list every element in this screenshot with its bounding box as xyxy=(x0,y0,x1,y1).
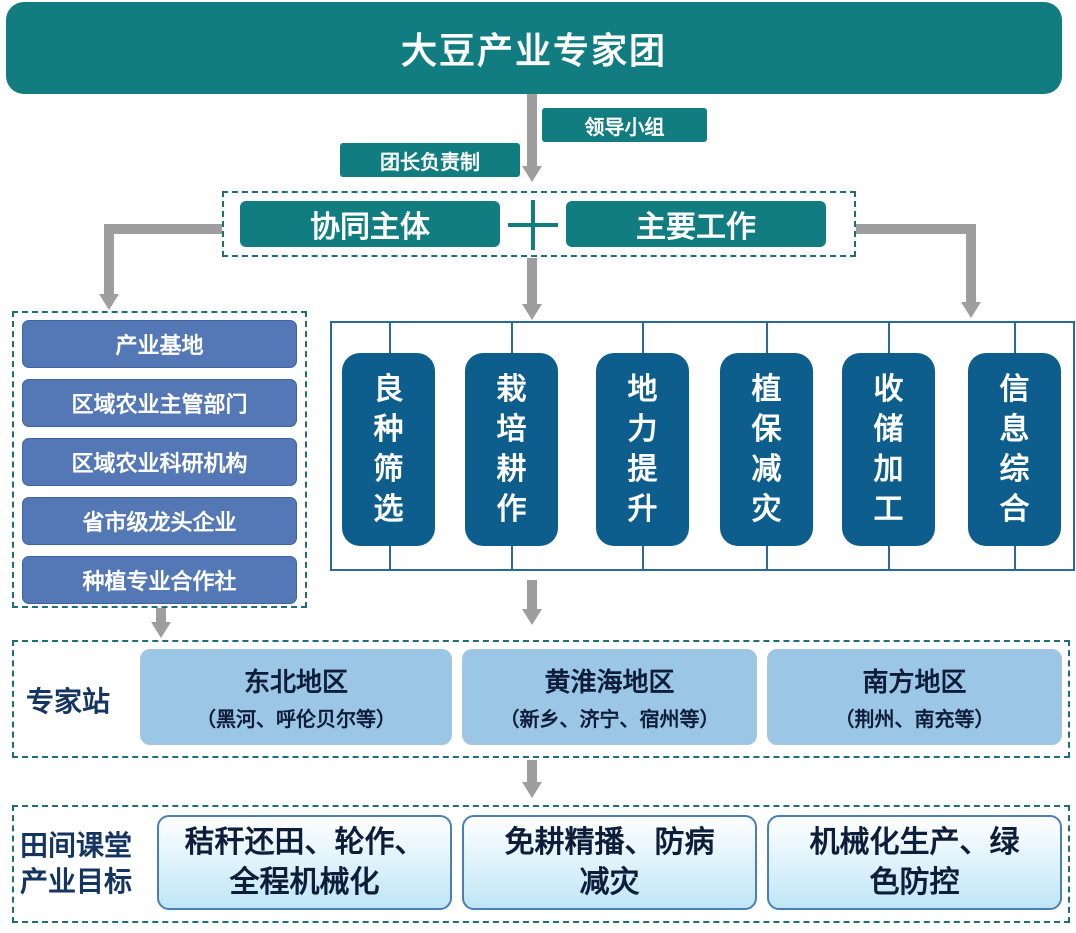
goals-box xyxy=(12,805,1070,923)
center-box xyxy=(222,191,856,257)
responsibility-tag: 团长负责制 xyxy=(340,143,520,177)
region-card: 东北地区 （黑河、呼伦贝尔等） xyxy=(140,649,452,745)
work-card-plant-protection: 植保减灾 xyxy=(720,353,813,546)
collaborative-entities-pill: 协同主体 xyxy=(240,201,500,247)
goal-card: 机械化生产、绿色防控 xyxy=(767,815,1062,910)
work-card-information: 信息综合 xyxy=(968,353,1061,546)
goal-card: 免耕精播、防病减灾 xyxy=(462,815,757,910)
work-frame xyxy=(330,321,1075,571)
stations-label: 专家站 xyxy=(26,685,111,718)
arrow-work-down xyxy=(527,580,537,610)
arrow-title-down xyxy=(527,94,537,168)
entities-box xyxy=(12,311,307,608)
main-work-pill: 主要工作 xyxy=(566,201,826,247)
arrow-work-down-head xyxy=(522,609,542,625)
work-card-soil-fertility: 地力提升 xyxy=(596,353,689,546)
arrow-right-elbow-v xyxy=(966,224,976,302)
arrow-title-down-head xyxy=(522,166,542,182)
arrow-stations-down-head xyxy=(522,782,542,798)
arrow-entities-down-head xyxy=(151,622,171,638)
plus-icon xyxy=(508,200,558,250)
arrow-stations-down xyxy=(527,760,537,784)
stations-box xyxy=(12,640,1070,758)
region-card: 黄淮海地区 （新乡、济宁、宿州等） xyxy=(462,649,757,745)
arrow-center-down-head xyxy=(522,304,542,320)
page-title: 大豆产业专家团 xyxy=(6,2,1062,94)
arrow-left-elbow-h xyxy=(104,224,222,234)
arrow-center-down xyxy=(527,258,537,306)
entity-item: 产业基地 xyxy=(22,320,297,368)
work-card-cultivation: 栽培耕作 xyxy=(465,353,558,546)
entity-item: 省市级龙头企业 xyxy=(22,497,297,545)
leadership-tag: 领导小组 xyxy=(542,108,707,142)
goals-label: 田间课堂 产业目标 xyxy=(20,829,133,898)
entity-item: 区域农业主管部门 xyxy=(22,379,297,427)
arrow-right-head xyxy=(961,302,981,318)
arrow-entities-down xyxy=(156,608,166,624)
arrow-left-elbow-v xyxy=(104,224,114,294)
region-card: 南方地区 （荆州、南充等） xyxy=(767,649,1062,745)
goal-card: 秸秆还田、轮作、全程机械化 xyxy=(157,815,452,910)
entity-item: 区域农业科研机构 xyxy=(22,438,297,486)
work-card-seed-selection: 良种筛选 xyxy=(342,353,435,546)
entity-item: 种植专业合作社 xyxy=(22,556,297,604)
arrow-left-head xyxy=(99,294,119,310)
work-card-storage-processing: 收储加工 xyxy=(842,353,935,546)
arrow-right-elbow-h xyxy=(856,224,976,234)
